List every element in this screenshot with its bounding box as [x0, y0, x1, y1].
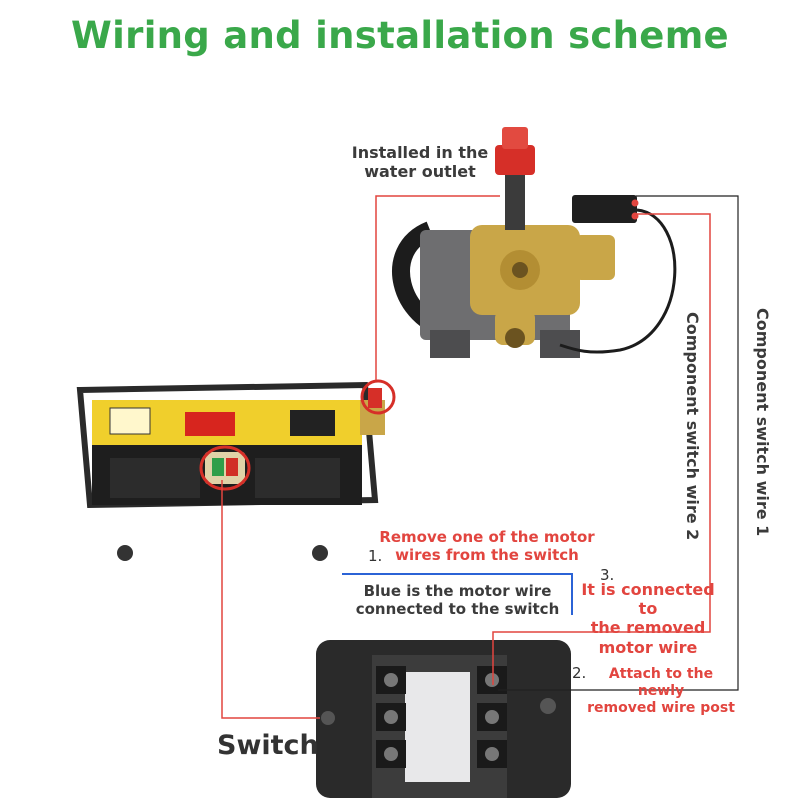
- pump-illustration: [392, 127, 677, 358]
- switch-label: Switch: [217, 730, 319, 761]
- switch-closeup-illustration: [316, 640, 571, 798]
- attach-label: Attach to the newly removed wire post: [586, 666, 736, 716]
- red-wire-lines: [221, 195, 711, 719]
- connected-label-line1: It is connected to: [581, 580, 715, 619]
- connected-label: It is connected to the removed motor wir…: [572, 580, 724, 657]
- outlet-label: Installed in the water outlet: [340, 143, 500, 181]
- outlet-highlight-ring: [360, 379, 396, 415]
- page-title: Wiring and installation scheme: [71, 14, 729, 57]
- blue-wire-line: [342, 573, 573, 615]
- blue-label-line1: Blue is the motor wire: [363, 582, 552, 600]
- remove-label-line2: wires from the switch: [395, 546, 579, 564]
- step-1-number: 1.: [368, 547, 383, 565]
- black-wire-line: [498, 195, 739, 691]
- step-2-number: 2.: [572, 664, 587, 682]
- component-switch-wire-2-label: Component switch wire 2: [683, 312, 702, 541]
- step-3-number: 3.: [600, 566, 615, 584]
- connected-label-line2: the removed: [590, 618, 706, 638]
- connected-label-line3: motor wire: [598, 637, 698, 657]
- blue-wire-label: Blue is the motor wire connected to the …: [350, 582, 565, 618]
- outlet-label-line1: Installed in the: [351, 143, 489, 162]
- remove-label-line1: Remove one of the motor: [379, 528, 595, 546]
- remove-wire-label: Remove one of the motor wires from the s…: [378, 528, 596, 564]
- attach-label-line2: removed wire post: [587, 699, 735, 716]
- blue-label-line2: connected to the switch: [355, 600, 560, 618]
- switch-highlight-ring: [199, 445, 251, 491]
- outlet-label-line2: water outlet: [364, 162, 476, 182]
- component-switch-wire-1-label: Component switch wire 1: [753, 308, 772, 537]
- washer-illustration: [76, 381, 385, 561]
- attach-label-line1: Attach to the newly: [608, 666, 714, 699]
